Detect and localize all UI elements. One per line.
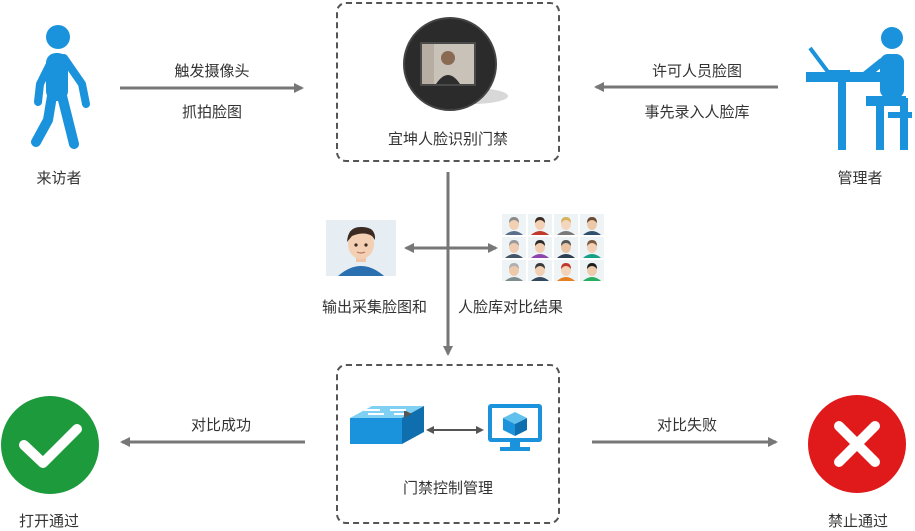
capture-face-text: 抓拍脸图	[181, 103, 243, 121]
network-switch-device	[350, 404, 424, 448]
controller-label: 门禁控制管理	[402, 479, 494, 497]
face-thumbnail	[502, 237, 526, 258]
person-walking-icon	[31, 25, 90, 149]
face-thumbnail	[528, 214, 552, 235]
face-thumbnail	[580, 260, 604, 281]
captured-face-image	[326, 220, 396, 276]
face-thumbnail	[554, 214, 578, 235]
face-terminal-device	[398, 16, 510, 116]
check-icon	[1, 396, 99, 494]
monitor-device	[486, 404, 544, 452]
success-label: 打开通过	[18, 512, 80, 530]
compare-output-text: 输出采集脸图和	[322, 298, 428, 316]
capture-trigger-text: 触发摄像头	[174, 62, 250, 80]
fail-arrow-text: 对比失败	[656, 416, 718, 434]
admin-label: 管理者	[837, 169, 883, 187]
face-thumbnail	[528, 260, 552, 281]
admin-enroll-text: 事先录入人脸库	[644, 103, 750, 121]
fail-label: 禁止通过	[827, 512, 889, 530]
face-thumbnail	[554, 237, 578, 258]
compare-result-text: 人脸库对比结果	[458, 298, 564, 316]
face-thumbnail	[580, 237, 604, 258]
face-thumbnail	[502, 214, 526, 235]
success-indicator	[0, 395, 100, 495]
person-at-desk-icon	[806, 27, 912, 150]
face-thumbnail	[580, 214, 604, 235]
controller-box	[336, 364, 560, 524]
face-thumbnail	[554, 260, 578, 281]
network-switch-icon	[350, 406, 424, 444]
fail-indicator	[807, 394, 907, 494]
face-terminal-icon	[403, 17, 508, 111]
captured-face-avatar	[326, 220, 396, 276]
cross-icon	[808, 395, 906, 493]
face-thumbnail	[528, 237, 552, 258]
success-arrow-text: 对比成功	[190, 416, 252, 434]
visitor-label: 来访者	[36, 169, 82, 187]
terminal-label: 宜坤人脸识别门禁	[387, 130, 509, 148]
monitor-box-icon	[488, 404, 542, 451]
admin-node	[804, 26, 915, 150]
terminal-box	[336, 2, 560, 162]
visitor-node	[30, 24, 94, 154]
face-thumbnail	[502, 260, 526, 281]
face-database-grid	[502, 214, 606, 282]
admin-permit-text: 许可人员脸图	[651, 62, 743, 80]
